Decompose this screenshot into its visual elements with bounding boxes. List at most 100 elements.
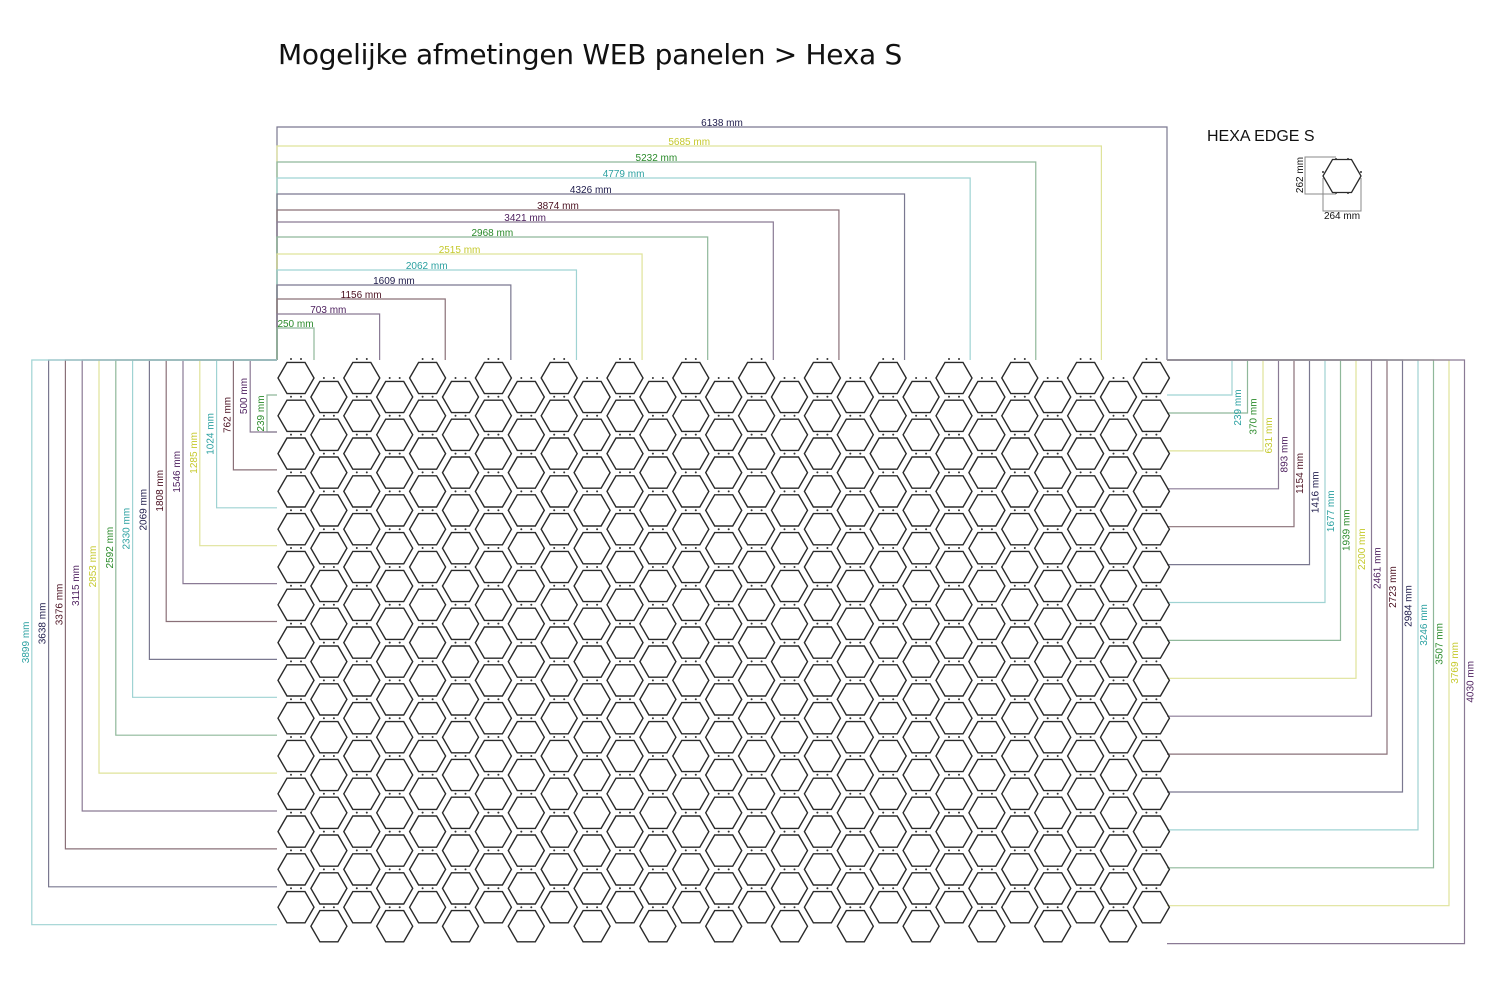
hexagon-panel: [770, 796, 809, 830]
connector-dot: [859, 830, 862, 833]
connector-dot: [849, 792, 852, 795]
connector-dot: [629, 660, 631, 663]
connector-dot: [717, 717, 720, 720]
connector-dot: [487, 547, 490, 549]
connector-dot: [915, 528, 918, 531]
connector-dot: [849, 755, 852, 757]
connector-dot: [332, 603, 335, 606]
connector-dot: [915, 906, 918, 909]
connector-dot: [1155, 471, 1158, 474]
page-title: Mogelijke afmetingen WEB panelen > Hexa …: [278, 38, 902, 71]
connector-dot: [892, 395, 895, 398]
connector-dot: [365, 698, 368, 701]
connector-dot: [464, 377, 467, 379]
dimension-label: 3874 mm: [537, 201, 579, 212]
connector-dot: [300, 698, 302, 701]
connector-dot: [783, 868, 786, 871]
dimension-label: 2853 mm: [88, 546, 99, 588]
hexagon-panel: [474, 815, 513, 848]
connector-dot: [948, 773, 950, 776]
hexagon-panel: [737, 512, 776, 546]
width-dimension-line: [276, 161, 1037, 360]
connector-dot: [717, 830, 720, 833]
connector-dot: [1155, 698, 1158, 701]
connector-dot: [629, 849, 631, 852]
connector-dot: [629, 698, 631, 701]
connector-dot: [882, 433, 885, 436]
connector-dot: [464, 414, 467, 417]
connector-dot: [530, 717, 533, 720]
hexagon-panel: [639, 607, 677, 641]
connector-dot: [826, 509, 829, 512]
hexagon-panel: [770, 380, 809, 414]
connector-dot: [388, 830, 391, 833]
connector-dot: [300, 773, 302, 776]
connector-dot: [497, 471, 500, 474]
hexagon-panel: [1132, 664, 1171, 697]
connector-dot: [892, 811, 895, 814]
hexagon-panel: [803, 815, 842, 848]
hexagon-panel: [803, 777, 842, 811]
connector-dot: [793, 868, 796, 871]
hexagon-panel: [573, 531, 611, 565]
connector-dot: [322, 452, 325, 455]
connector-dot: [925, 528, 928, 531]
connector-dot: [1056, 830, 1059, 833]
connector-dot: [925, 906, 928, 909]
connector-dot: [1023, 811, 1026, 814]
connector-dot: [300, 358, 302, 360]
hexagon-panel: [639, 834, 677, 867]
connector-dot: [431, 509, 434, 512]
connector-dot: [694, 433, 697, 436]
connector-dot: [760, 509, 763, 512]
connector-dot: [290, 811, 292, 814]
hexagon-panel: [606, 664, 644, 697]
connector-dot: [1089, 584, 1092, 587]
connector-dot: [1023, 471, 1026, 474]
connector-dot: [1056, 792, 1059, 795]
connector-dot: [332, 377, 335, 379]
hexagon-panel: [836, 531, 875, 565]
connector-dot: [882, 698, 885, 701]
hexagon-panel: [507, 418, 546, 452]
connector-dot: [619, 584, 621, 587]
connector-dot: [750, 471, 753, 474]
connector-dot: [1089, 887, 1092, 890]
connector-dot: [826, 358, 829, 360]
connector-dot: [355, 887, 358, 890]
connector-dot: [1056, 566, 1059, 568]
connector-dot: [421, 736, 424, 738]
connector-dot: [365, 509, 368, 512]
connector-dot: [760, 887, 763, 890]
hexagon-panel: [737, 626, 776, 659]
connector-dot: [849, 679, 852, 682]
hexagon-panel: [375, 607, 414, 641]
hexagon-panel: [1033, 645, 1072, 678]
hexagon-icon: [1322, 158, 1362, 194]
hexagon-panel: [507, 607, 546, 641]
hexagon-panel: [704, 720, 743, 754]
connector-dot: [596, 792, 599, 795]
connector-dot: [980, 603, 983, 606]
connector-dot: [290, 887, 292, 890]
connector-dot: [1145, 622, 1148, 625]
hexagon-panel: [737, 361, 776, 395]
hexagon-panel: [342, 512, 381, 546]
connector-dot: [1145, 433, 1148, 436]
hexagon-panel: [770, 758, 809, 792]
hexagon-panel: [935, 550, 973, 584]
hexagon-panel: [540, 361, 579, 395]
connector-dot: [1155, 887, 1158, 890]
hexagon-panel: [441, 380, 480, 414]
connector-dot: [882, 736, 885, 738]
connector-dot: [958, 395, 960, 398]
connector-dot: [760, 736, 763, 738]
hexagon-panel: [1000, 512, 1039, 546]
connector-dot: [760, 698, 763, 701]
hexagon-panel: [474, 588, 513, 622]
connector-dot: [464, 679, 467, 682]
hexagon-panel: [869, 399, 908, 433]
dimension-label: 5232 mm: [636, 153, 678, 164]
connector-dot: [958, 660, 960, 663]
connector-dot: [1056, 868, 1059, 871]
